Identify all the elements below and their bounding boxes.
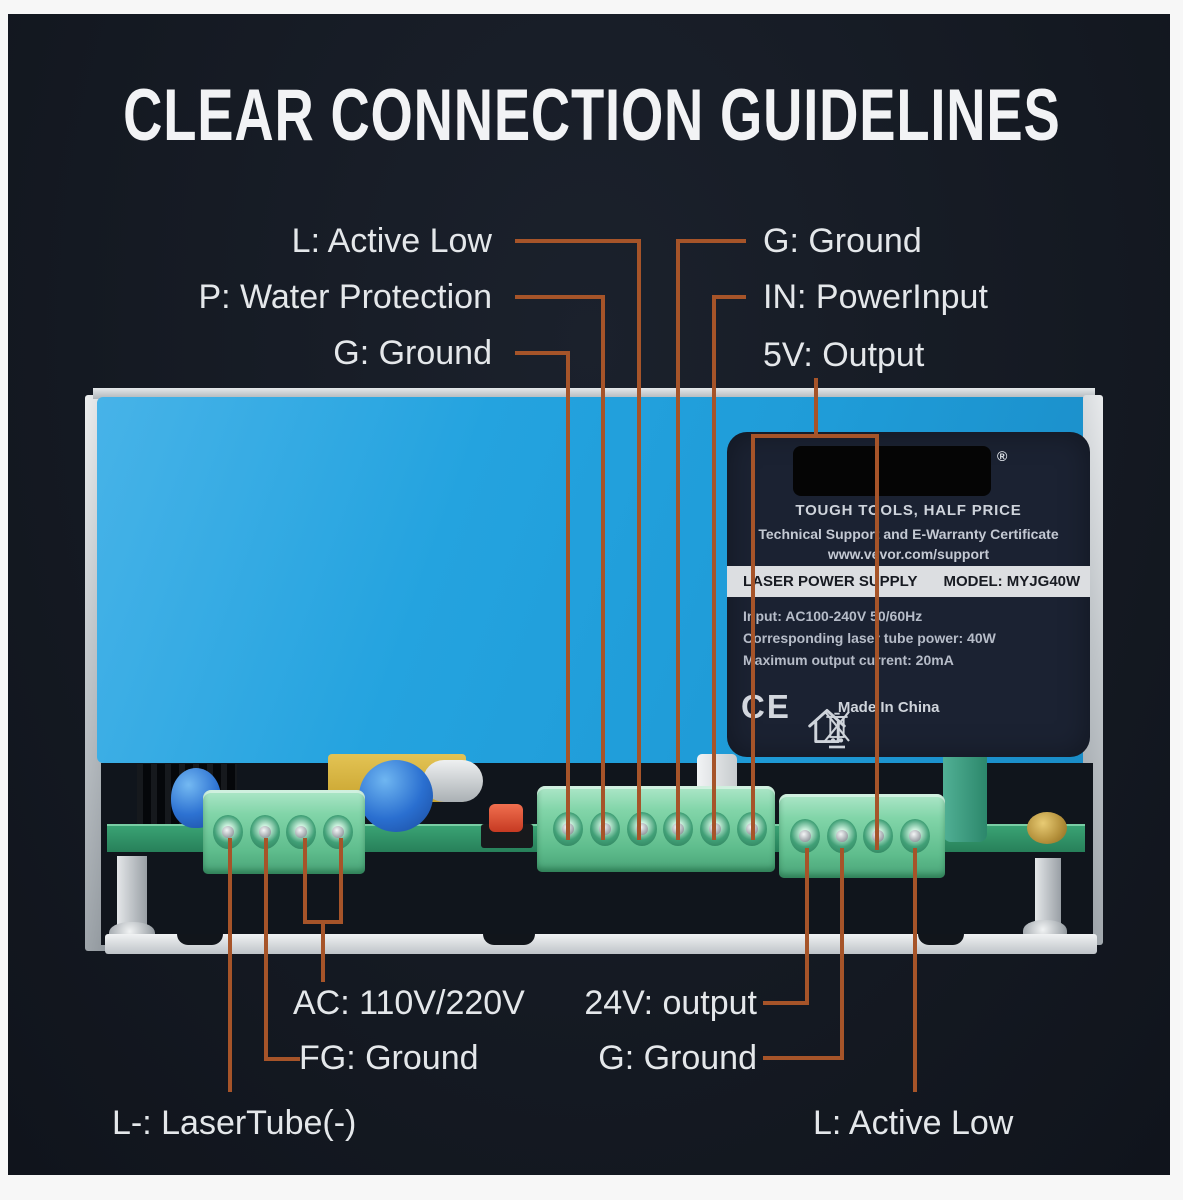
label-ground-bottom: G: Ground	[598, 1039, 757, 1077]
leader-fg-horizontal	[264, 1057, 300, 1061]
made-in-china: Made In China	[837, 698, 940, 716]
leader-power-input-horizontal	[712, 295, 746, 299]
ce-mark: CE	[741, 688, 791, 725]
label-power-input: IN: PowerInput	[763, 278, 988, 316]
certification-row: CE Made In China	[741, 678, 1076, 749]
label-water-protection: P: Water Protection	[198, 278, 492, 316]
title-wrap: CLEAR CONNECTION GUIDELINES	[0, 73, 1183, 157]
rail-notch	[918, 934, 964, 945]
leader-active-low-bottom-vertical	[913, 848, 917, 1092]
leader-laser-tube-vertical	[228, 838, 232, 1092]
leader-5v-branch-left-vertical	[751, 434, 755, 840]
varistor-large	[359, 760, 433, 832]
leader-power-input-vertical	[712, 295, 716, 840]
rail-notch	[177, 934, 223, 945]
redacted-brand-logo	[793, 446, 991, 496]
label-ac-voltage: AC: 110V/220V	[293, 984, 525, 1022]
sticker-tagline: TOUGH TOOLS, HALF PRICE	[795, 502, 1022, 519]
leader-ac-leg2	[339, 838, 343, 924]
capacitor-silver	[423, 760, 483, 802]
sticker-model-band-text: LASER POWER SUPPLY MODEL: MYJG40W	[743, 566, 1080, 597]
terminal-ac2	[322, 815, 353, 849]
label-24v-output: 24V: output	[584, 984, 757, 1022]
spec-max-current: Maximum output current: 20mA	[743, 652, 954, 668]
chassis-bottom-rail	[105, 934, 1097, 954]
pcb-screw-gold	[1027, 812, 1067, 844]
registered-trademark: ®	[997, 448, 1008, 464]
leader-active-low-horizontal	[515, 239, 641, 243]
leader-ground-left-vertical	[566, 351, 570, 840]
rail-notch	[483, 934, 535, 945]
leader-active-low-vertical	[637, 239, 641, 840]
leader-24v-vertical	[805, 848, 809, 1005]
label-ground-top-left: G: Ground	[333, 334, 492, 372]
leader-ac-stem	[321, 920, 325, 982]
sticker-model-band: LASER POWER SUPPLY MODEL: MYJG40W	[727, 566, 1090, 597]
label-active-low-top: L: Active Low	[291, 222, 492, 260]
leader-ground-right-horizontal	[676, 239, 746, 243]
terminal-ground-out	[826, 819, 857, 853]
model-number: MODEL: MYJG40W	[943, 573, 1081, 590]
label-5v-output: 5V: Output	[763, 336, 925, 374]
label-ground-top-right: G: Ground	[763, 222, 922, 260]
page-title: CLEAR CONNECTION GUIDELINES	[122, 73, 1061, 157]
sticker-support-url: www.vevor.com/support	[827, 546, 990, 562]
terminal-active-low	[626, 812, 657, 846]
leader-5v-branch-right-vertical	[875, 434, 879, 850]
product-sticker: ® TOUGH TOOLS, HALF PRICE Technical Supp…	[727, 432, 1090, 757]
leader-5v-stem	[814, 378, 818, 438]
leader-ground-left-horizontal	[515, 351, 570, 355]
terminal-active-low-out	[899, 819, 930, 853]
capacitor-teal	[943, 750, 987, 842]
leader-water-protection-horizontal	[515, 295, 605, 299]
spec-input: Input: AC100-240V 50/60Hz	[743, 608, 923, 624]
test-button	[489, 804, 523, 832]
power-supply-photo: ® TOUGH TOOLS, HALF PRICE Technical Supp…	[85, 388, 1103, 962]
label-laser-tube-negative: L-: LaserTube(-)	[112, 1104, 357, 1142]
standoff-left	[117, 856, 147, 928]
terminal-block-control	[537, 786, 775, 872]
label-fg-ground: FG: Ground	[299, 1039, 479, 1077]
terminal-ac1	[286, 815, 317, 849]
leader-24v-horizontal	[763, 1001, 809, 1005]
label-active-low-bottom: L: Active Low	[813, 1104, 1014, 1142]
leader-fg-vertical	[264, 838, 268, 1061]
sticker-support-line: Technical Support and E-Warranty Certifi…	[758, 526, 1059, 542]
leader-ground-bottom-horizontal	[763, 1056, 844, 1060]
product-name: LASER POWER SUPPLY	[743, 573, 918, 590]
leader-ground-right-vertical	[676, 239, 680, 840]
leader-ground-bottom-vertical	[840, 848, 844, 1060]
leader-water-protection-vertical	[601, 295, 605, 840]
terminal-block-output	[779, 794, 945, 878]
leader-5v-branch-horizontal	[751, 434, 879, 438]
chassis-top-trim	[93, 388, 1095, 399]
leader-ac-leg1	[303, 838, 307, 924]
standoff-right	[1035, 858, 1061, 924]
spec-tube-power: Corresponding laser tube power: 40W	[743, 630, 996, 646]
terminal-24v	[790, 819, 820, 853]
